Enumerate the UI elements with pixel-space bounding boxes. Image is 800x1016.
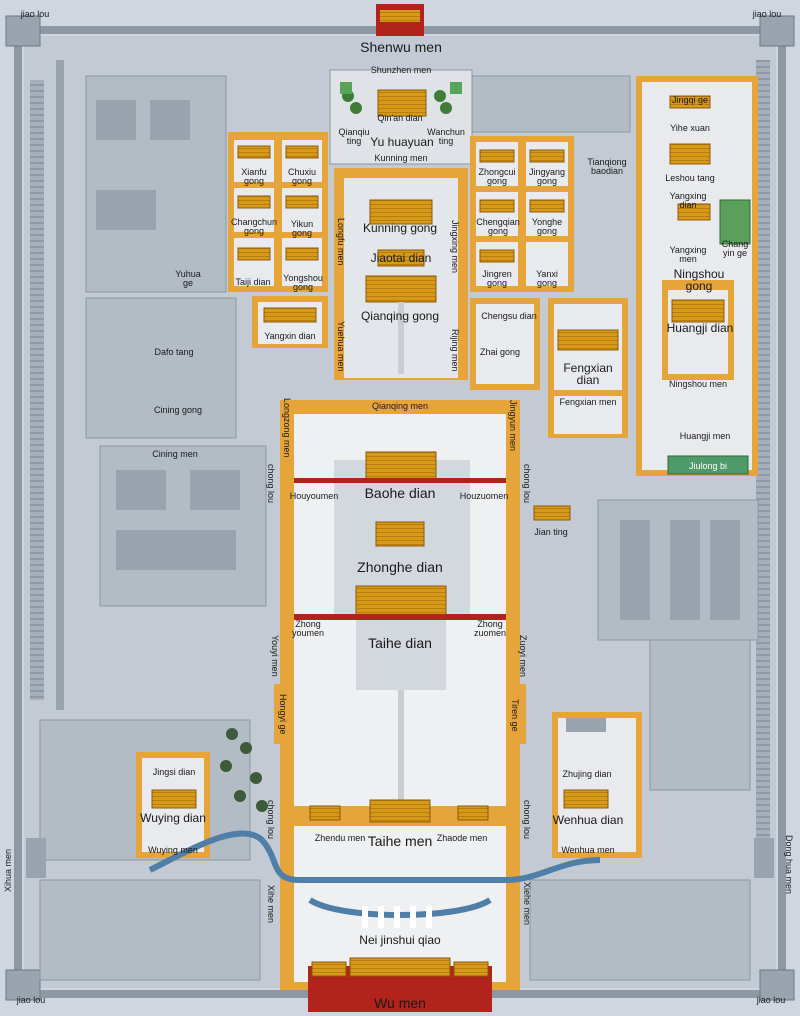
label-huangji-dian: Huangji dian [666, 321, 734, 335]
label-qianqing-men: Qianqing men [371, 401, 429, 411]
label-yikun-gong: Yikun gong [290, 219, 314, 238]
label-jingxing-men: Jingxing men [450, 220, 460, 274]
jiao-lou-towers [5, 15, 795, 1001]
label-zhonghe-dian: Zhonghe dian [357, 559, 443, 575]
label-yangxin-dian: Yangxin dian [264, 331, 316, 341]
label-zhong-youmen: Zhong youmen [291, 619, 325, 638]
label-zhendu-men: Zhendu men [314, 833, 366, 843]
label-qianqing-gong: Qianqing gong [360, 309, 440, 323]
label-chong-lou-e2: chong lou [522, 800, 532, 840]
label-wuying-dian: Wuying dian [140, 811, 206, 825]
label-chong-lou-e1: chong lou [522, 464, 532, 504]
label-jiao-lou-ne: jiao lou [752, 9, 782, 19]
label-wenhua-dian: Wenhua dian [552, 813, 624, 827]
label-taihe-men: Taihe men [367, 833, 433, 849]
label-yu-huayuan: Yu huayuan [370, 135, 434, 149]
label-chuxiu-gong: Chuxiu gong [287, 167, 316, 186]
label-zuoyi-men: Zuoyi men [518, 634, 528, 678]
label-yuehua-men: Yuehua men [336, 320, 346, 372]
label-jiao-lou-sw: jiao lou [16, 995, 46, 1005]
label-houzuomen: Houzuomen [459, 491, 509, 501]
label-shenwu-men: Shenwu men [360, 39, 442, 55]
label-zhaode-men: Zhaode men [436, 833, 488, 843]
label-ningshou-men: Ningshou men [668, 379, 728, 389]
label-kunning-gong: Kunning gong [362, 221, 438, 235]
label-donghua-men: Dong hua men [784, 835, 794, 895]
label-jiao-lou-nw: jiao lou [20, 9, 50, 19]
label-taihe-dian: Taihe dian [368, 635, 432, 651]
label-chengsu-dian: Chengsu dian [481, 311, 537, 321]
label-fengxian-men: Fengxian men [559, 397, 617, 407]
label-xiehe-men: Xiehe men [522, 882, 532, 926]
label-chong-lou-w2: chong lou [266, 800, 276, 840]
label-wenhua-men: Wenhua men [561, 845, 615, 855]
label-cining-gong: Cining gong [153, 405, 203, 415]
label-jingren-gong: Jingren gong [482, 269, 512, 288]
label-yuhua-ge: Yuhua ge [175, 269, 201, 288]
label-fengxian-dian: Fengxian dian [563, 361, 613, 387]
label-chong-lou-w1: chong lou [266, 464, 276, 504]
label-longfu-men: Longfu men [336, 218, 346, 266]
label-jingsi-dian: Jingsi dian [152, 767, 196, 777]
label-yanxi-gong: Yanxi gong [536, 269, 558, 288]
label-yonghe-gong: Yonghe gong [531, 217, 563, 236]
label-xihua-men: Xihua men [3, 848, 13, 892]
label-xihe-men: Xihe men [266, 884, 276, 924]
label-nei-jinshui-qiao: Nei jinshui qiao [359, 933, 441, 947]
label-jiulong-bi: Jiulong bi [688, 461, 728, 471]
label-leshou-tang: Leshou tang [665, 173, 715, 183]
label-jiao-lou-se: jiao lou [756, 995, 786, 1005]
label-tianqiong-baodian: Tianqiong baodian [587, 157, 627, 176]
label-zhai-gong: Zhai gong [479, 347, 521, 357]
label-wuying-men: Wuying men [148, 845, 198, 855]
label-hongyi-ge: Hongyi ge [278, 693, 288, 735]
label-wanchun-ting: Wanchun ting [427, 127, 465, 146]
label-zhujing-dian: Zhujing dian [562, 769, 612, 779]
label-taiji-dian: Taiji dian [235, 277, 271, 287]
label-kunning-men: Kunning men [374, 153, 428, 163]
label-huangji-men: Huangji men [679, 431, 731, 441]
label-wu-men: Wu men [374, 995, 426, 1011]
label-houyoumen: Houyoumen [289, 491, 339, 501]
label-jingqi-ge: Jingqi ge [671, 95, 709, 105]
label-jiaotai-dian: Jiaotai dian [370, 251, 432, 265]
label-baohe-dian: Baohe dian [364, 485, 436, 501]
label-yihe-xuan: Yihe xuan [670, 123, 710, 133]
label-qianqiu-ting: Qianqiu ting [338, 127, 370, 146]
label-zhongcui-gong: Zhongcui gong [478, 167, 516, 186]
label-yangxing-dian: Yangxing dian [669, 191, 707, 210]
label-ningshou-gong: Ningshou gong [673, 267, 725, 293]
label-qinan-dian: Qin'an dian [377, 113, 423, 123]
label-jingyun-men: Jingyun men [508, 400, 518, 452]
label-tiren-ge: Tiren ge [510, 698, 520, 732]
label-youyi-men: Youyi men [270, 635, 280, 677]
label-dafo-tang: Dafo tang [154, 347, 194, 357]
label-yongshou-gong: Yongshou gong [283, 273, 323, 292]
label-changyin-ge: Chang yin ge [721, 239, 749, 258]
label-cining-men: Cining men [152, 449, 198, 459]
label-longzong-men: Longzong men [282, 398, 292, 458]
label-changchun-gong: Changchun gong [230, 217, 278, 236]
label-chengqian-gong: Chengqian gong [476, 217, 520, 236]
label-zhong-zuomen: Zhong zuomen [473, 619, 507, 638]
label-rijing-men: Rijing men [450, 328, 460, 372]
label-jingyang-gong: Jingyang gong [528, 167, 566, 186]
label-yangxing-men: Yangxing men [669, 245, 707, 264]
label-shunzhen-men: Shunzhen men [370, 65, 432, 75]
label-jian-ting: Jian ting [534, 527, 568, 537]
label-xianfu-gong: Xianfu gong [241, 167, 267, 186]
